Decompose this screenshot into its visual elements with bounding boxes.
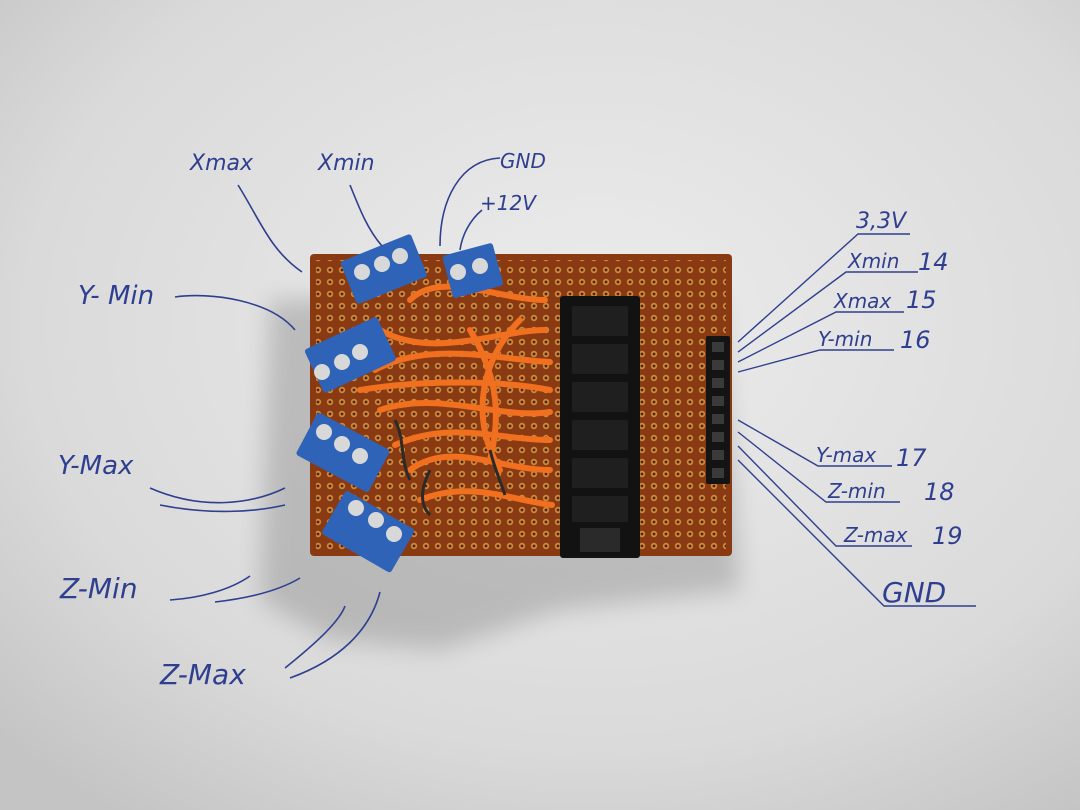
label-y-min: Y- Min [78, 281, 154, 311]
label-r-zmin: Z-min [827, 479, 886, 503]
label-r-gnd: GND [882, 576, 946, 609]
screw-terminal-ymin [304, 317, 396, 393]
label-pin-18: 18 [924, 478, 955, 506]
label-r-ymin: Y-min [818, 327, 872, 351]
jumper-wires [357, 283, 555, 508]
label-pin-17: 17 [896, 444, 927, 472]
label-r-xmax: Xmax [833, 289, 891, 313]
label-pin-16: 16 [900, 326, 931, 354]
label-z-min: Z-Min [59, 572, 138, 605]
label-3v3: 3,3V [856, 209, 908, 234]
screw-terminal-ymax [296, 413, 390, 492]
screw-terminal-z [322, 491, 415, 573]
label-r-zmax: Z-max [843, 523, 908, 547]
label-gnd-top: GND [500, 149, 546, 173]
label-pin-14: 14 [918, 248, 949, 276]
label-xmax: Xmax [189, 151, 254, 176]
ic-socket-column [560, 296, 640, 558]
left-leader-lines [149, 157, 501, 679]
label-z-max: Z-Max [159, 658, 246, 691]
resistor-leads [393, 419, 507, 517]
label-r-ymax: Y-max [816, 443, 876, 467]
label-plus-12v: +12V [480, 191, 537, 215]
right-leader-lines [737, 233, 976, 607]
pin-header [706, 336, 730, 484]
label-y-max: Y-Max [58, 451, 134, 481]
label-r-xmin: Xmin [847, 249, 899, 273]
label-xmin: Xmin [317, 151, 375, 176]
label-pin-15: 15 [906, 286, 937, 314]
screw-terminal-xmax-xmin [340, 234, 427, 304]
label-pin-19: 19 [932, 522, 963, 550]
screw-terminal-power [442, 243, 503, 298]
